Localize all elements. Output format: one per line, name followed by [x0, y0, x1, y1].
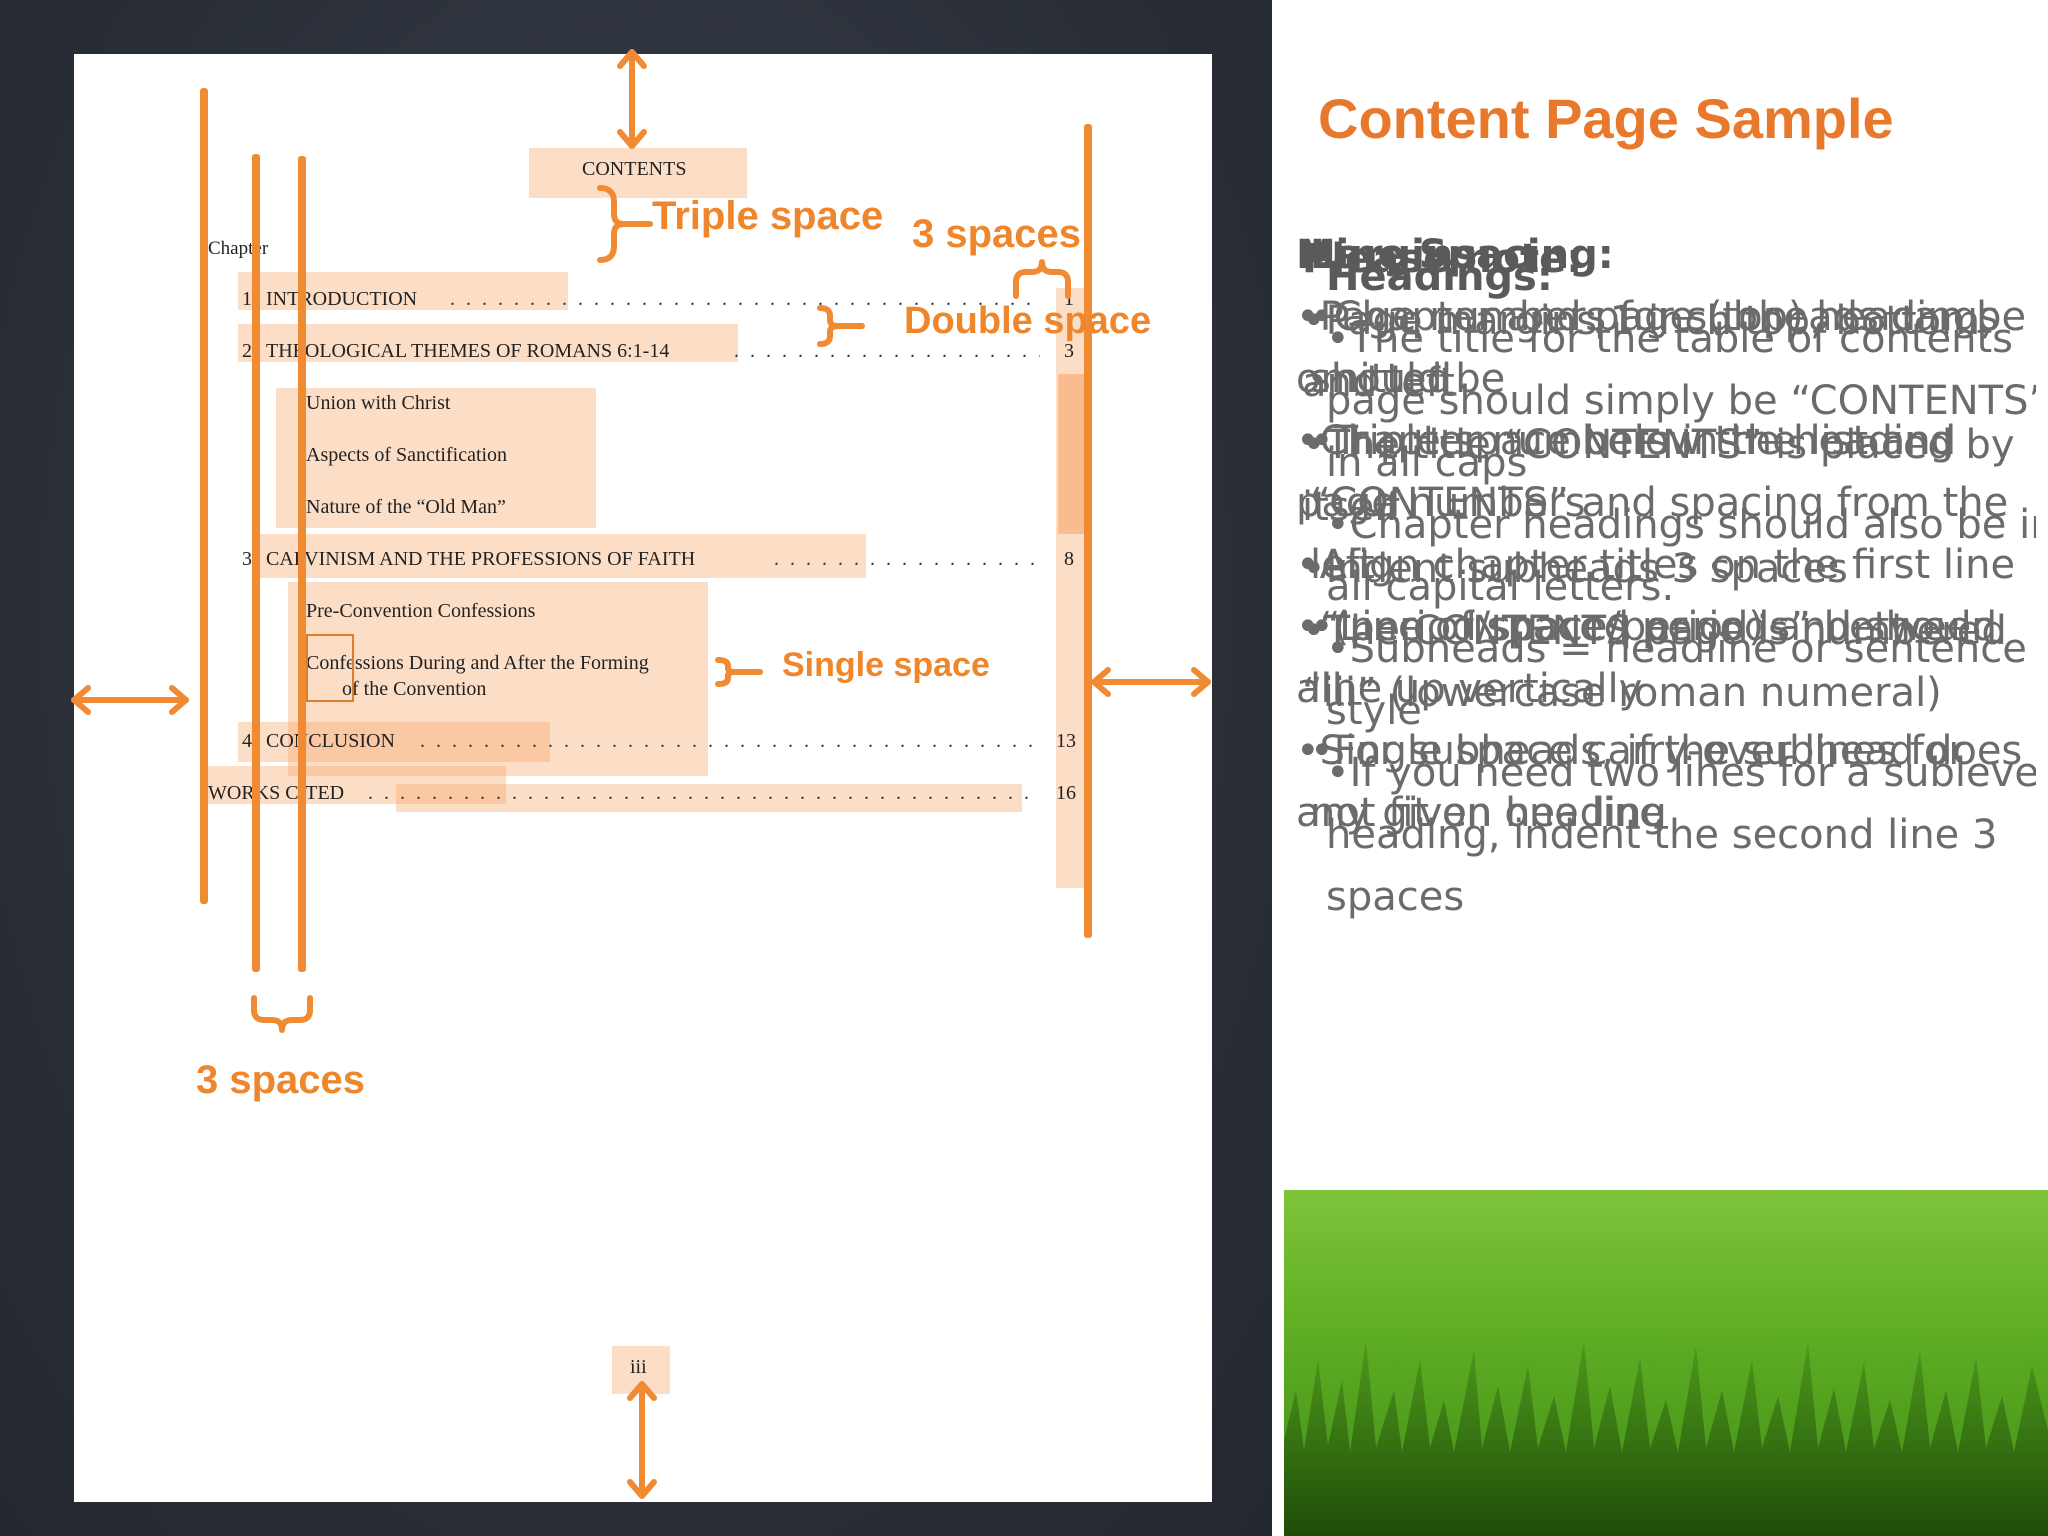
text-layer-please-note: Please note: •Page margins 1 inch top, b… — [1302, 228, 2036, 724]
grass-blades — [1284, 1340, 2048, 1536]
sub-2-highlight — [276, 388, 596, 528]
subentry-pre-convention: Pre-Convention Confessions — [306, 600, 536, 622]
entry-1-number: 1 — [242, 288, 252, 310]
sub-3-highlight — [288, 582, 708, 776]
page-numbers-highlight-strong — [1058, 374, 1084, 534]
layer1-item: •Chapter numbers in the list and page nu… — [1296, 418, 1957, 526]
annotation-single-space: Single space — [782, 646, 990, 684]
entry-1-page: 1 — [1064, 288, 1074, 310]
layer1-heading: Margins: — [1296, 232, 1494, 278]
guide-line-left — [200, 88, 208, 904]
layer4-item: •The title for the table of contents pag… — [1326, 316, 2036, 486]
subentry-aspects: Aspects of Sanctification — [306, 444, 508, 466]
subentry-confessions-during: Confessions During and After the Forming — [306, 652, 649, 674]
subentry-old-man: Nature of the “Old Man” — [306, 496, 506, 518]
works-cited-page: 16 — [1056, 782, 1076, 804]
guide-line-right — [1084, 124, 1092, 938]
entry-4-page: 13 — [1056, 730, 1076, 752]
entry-1-leader: . . . . . . . . . . . . . . . . . . . . … — [450, 288, 1040, 310]
chalkboard-background: CONTENTS Chapter 1 INTRODUCTION . . . . … — [0, 0, 1272, 1536]
overlapping-bullet-text: Margins: •Page numbers for subheads can … — [1296, 224, 2036, 964]
annotation-triple-space: Triple space — [652, 194, 884, 238]
layer2-item: •The title “CONTENTS” is placed by itsel… — [1302, 422, 2015, 530]
text-layer-line-spacing: Line Spacing: •Chapter and page (top) he… — [1310, 224, 2036, 844]
entry-3-highlight — [260, 534, 866, 578]
layer2-item: •The CONTENTS page is numbered “iii” (lo… — [1302, 608, 2007, 716]
entry-2-highlight — [238, 324, 738, 362]
indent-marker-box — [306, 634, 354, 702]
entry-3-page: 8 — [1064, 548, 1074, 570]
layer4-heading: Headings: — [1326, 254, 1553, 300]
text-layer-margins: Margins: •Page numbers for subheads can … — [1296, 224, 2036, 844]
slide-title: Content Page Sample — [1318, 87, 1894, 150]
entry-4-highlight — [238, 722, 550, 762]
layer3-item: •(period/space/period) and should line u… — [1310, 604, 1998, 712]
layer1-item: •Single space carry-over lines for any g… — [1296, 728, 1965, 836]
leader-highlight — [396, 784, 1022, 812]
page-number: iii — [630, 1356, 647, 1378]
annotation-double-space: Double space — [904, 300, 1152, 342]
annotation-3-spaces-top: 3 spaces — [912, 212, 1082, 256]
layer1-item: •Page numbers for subheads can be omitte… — [1296, 294, 2027, 402]
annotation-3-spaces-bottom: 3 spaces — [196, 1058, 366, 1102]
layer2-item: •Page margins 1 inch top, bottom, and le… — [1302, 298, 1993, 406]
entry-4-leader: . . . . . . . . . . . . . . . . . . . . … — [420, 730, 1040, 752]
layer2-item: •Indent subheads 3 spaces — [1302, 546, 1848, 592]
subentry-confessions-during-line2: of the Convention — [342, 678, 487, 700]
works-cited-leader: . . . . . . . . . . . . . . . . . . . . … — [368, 782, 1040, 804]
layer4-item: •Subheads = headline or sentence style — [1326, 626, 2027, 734]
layer3-item: •Triple space below the heading “CONTENT… — [1310, 418, 2009, 588]
layer1-item: •Align chapter titles on the first line — [1296, 542, 2016, 588]
entry-4-number: 4 — [242, 730, 252, 752]
layer3-item: •Chapter and page (top) headings should … — [1310, 294, 1999, 402]
subentry-union: Union with Christ — [306, 392, 451, 414]
guide-line-indent-1 — [252, 154, 260, 972]
layer3-item: •For subheads, if the subhead does not f… — [1310, 728, 2023, 836]
layer4-item: •If you need two lines for a sublevel he… — [1326, 750, 2036, 920]
works-cited-title: WORKS CITED — [208, 782, 345, 804]
entry-2-page: 3 — [1064, 340, 1074, 362]
annotation-arrows — [71, 49, 1211, 1499]
layer3-heading: Line Spacing: — [1310, 232, 1614, 278]
contents-title-highlight — [529, 148, 747, 198]
text-layer-headings: Headings: •The title for the table of co… — [1326, 246, 2036, 928]
layer1-item: •“Line of spaced periods” between all — [1296, 604, 1997, 712]
entry-3-number: 3 — [242, 548, 252, 570]
entry-3-leader: . . . . . . . . . . . . . . . . . . . . … — [774, 548, 1040, 570]
entry-2-title: THEOLOGICAL THEMES OF ROMANS 6:1-14 — [266, 340, 670, 362]
entry-1-highlight — [238, 272, 568, 310]
entry-3-title: CALVINISM AND THE PROFESSIONS OF FAITH — [266, 548, 696, 570]
document-page: CONTENTS Chapter 1 INTRODUCTION . . . . … — [74, 54, 1212, 1502]
guide-line-indent-2 — [298, 156, 306, 972]
layer2-heading: Please note: — [1302, 236, 1583, 282]
layer4-item: •Chapter headings should also be in all … — [1326, 502, 2036, 610]
grass-image — [1284, 1190, 2048, 1536]
contents-title: CONTENTS — [582, 158, 687, 180]
entry-2-leader: . . . . . . . . . . . . . . . . . . . . … — [734, 340, 1040, 362]
entry-2-number: 2 — [242, 340, 252, 362]
